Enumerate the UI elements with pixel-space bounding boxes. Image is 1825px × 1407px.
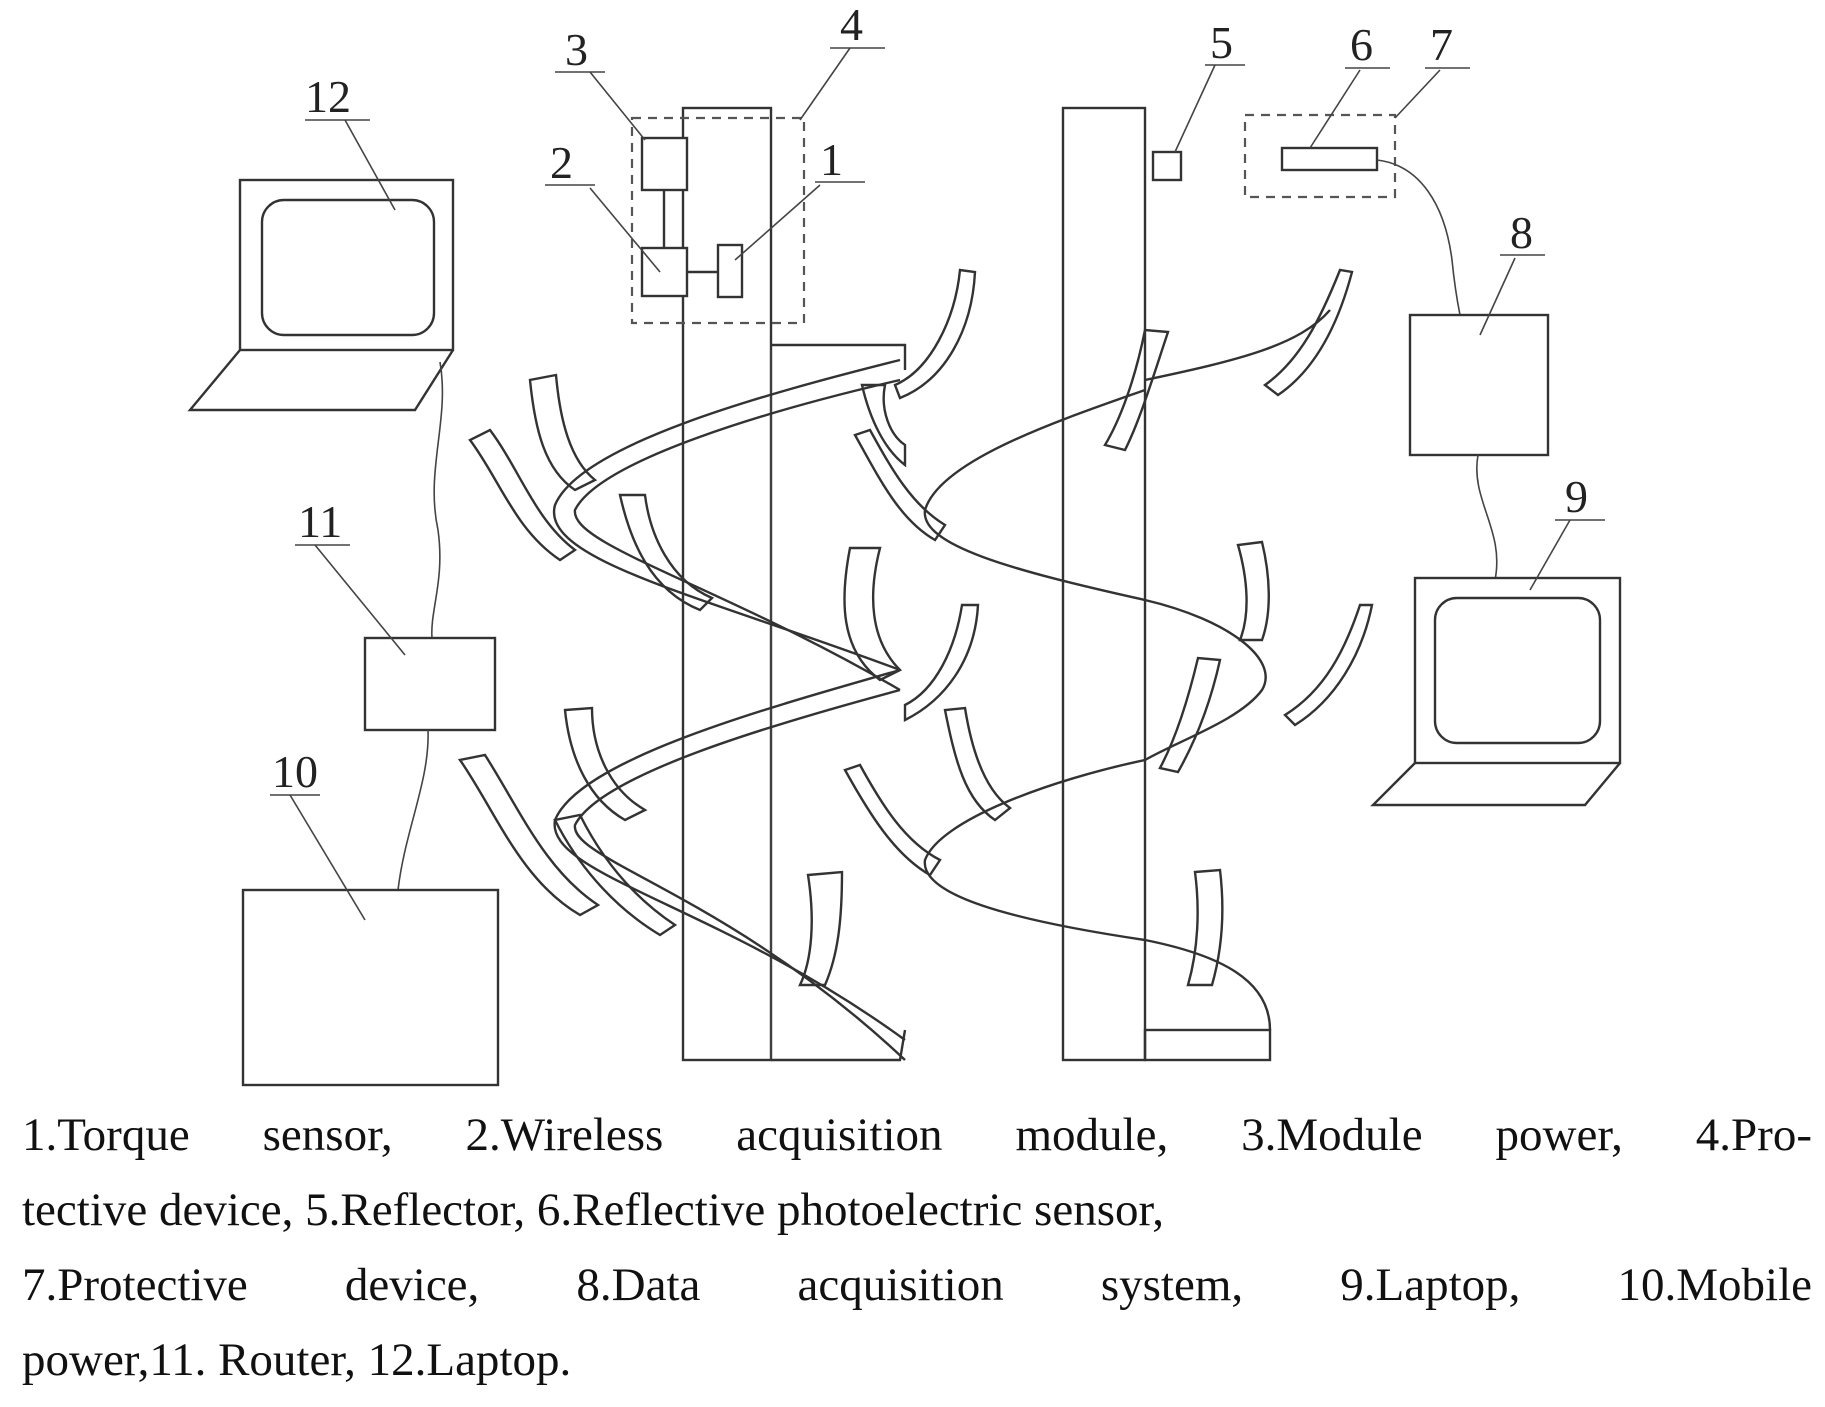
right-auger [843,106,1374,1062]
reflective-photoelectric-sensor-6 [1280,146,1379,172]
torque-sensor-1 [716,243,744,299]
label-3: 3 [565,24,588,75]
caption-line: 1.Torque sensor, 2.Wireless acquisition … [22,1109,1812,1161]
laptop-9 [1370,576,1622,807]
label-11: 11 [298,496,342,547]
cable-laptop12-router [431,361,444,639]
reflector-5 [1151,150,1183,182]
cable-router-mobile-power [397,729,429,891]
data-acquisition-system-8 [1408,313,1550,457]
test-setup-diagram: 12 3 4 2 1 5 6 7 8 9 11 10 [187,0,1622,1087]
label-2: 2 [550,137,573,188]
protective-device-4 [630,116,806,325]
label-9: 9 [1565,471,1588,522]
label-4: 4 [840,0,863,50]
label-7: 7 [1430,19,1453,70]
mobile-power-10 [241,888,500,1087]
leader-lines [270,47,1605,921]
router-11 [363,636,497,732]
caption-line: power,11. Router, 12.Laptop. [22,1334,572,1386]
cable-sensor-daq [1376,159,1461,316]
cable-daq-laptop9 [1476,454,1498,581]
label-1: 1 [820,134,843,185]
protective-device-7 [1243,113,1397,199]
left-auger [457,106,980,1062]
caption-line: tective device, 5.Reflector, 6.Reflectiv… [22,1184,1165,1236]
wireless-acquisition-module-2 [640,246,689,298]
label-8: 8 [1510,207,1533,258]
figure-caption: 1.Torque sensor, 2.Wireless acquisition … [22,1098,1812,1398]
caption-line: 7.Protective device, 8.Data acquisition … [22,1259,1812,1311]
label-5: 5 [1210,17,1233,68]
module-power-3 [640,136,689,192]
laptop-12 [187,178,455,412]
label-12: 12 [305,71,351,122]
label-6: 6 [1350,19,1373,70]
label-10: 10 [272,746,318,797]
